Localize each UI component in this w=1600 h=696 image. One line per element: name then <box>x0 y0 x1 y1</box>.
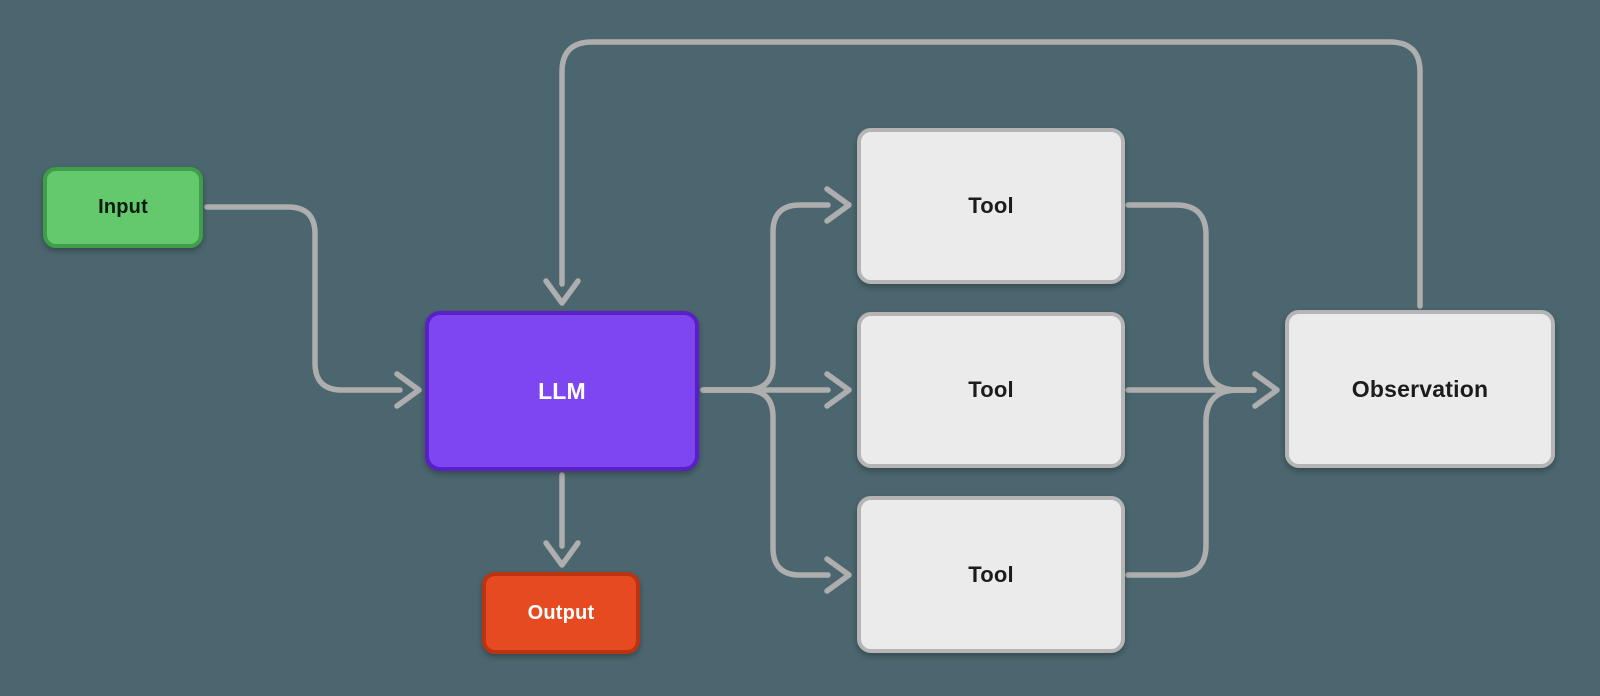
node-input-label: Input <box>98 196 148 218</box>
node-tool-3-label: Tool <box>968 561 1014 587</box>
edge-llm-to-output <box>543 472 581 568</box>
arrowhead-right-icon <box>824 186 852 224</box>
node-tool-2: Tool <box>857 312 1125 468</box>
node-output: Output <box>482 572 640 654</box>
edge-tool-1-to-observation <box>1125 202 1257 393</box>
node-tool-2-label: Tool <box>968 377 1014 402</box>
node-observation: Observation <box>1285 310 1555 468</box>
edge-llm-to-tool-3 <box>700 387 852 594</box>
node-output-label: Output <box>527 601 595 624</box>
arrowhead-down-icon <box>543 278 581 306</box>
edge-llm-to-tool-1 <box>700 186 852 393</box>
arrowhead-down-icon <box>543 540 581 568</box>
edge-observation-to-llm <box>543 39 1423 309</box>
node-tool-1-label: Tool <box>968 193 1014 218</box>
node-tool-1: Tool <box>857 128 1125 284</box>
node-input: Input <box>43 167 203 248</box>
edge-tool-3-to-observation <box>1125 387 1257 578</box>
arrowhead-right-icon <box>1252 371 1280 409</box>
node-tool-3: Tool <box>857 496 1125 653</box>
arrowhead-right-icon <box>394 371 422 409</box>
arrowhead-right-icon <box>824 556 852 594</box>
edge-input-to-llm <box>204 204 422 409</box>
node-observation-label: Observation <box>1351 375 1489 402</box>
arrowhead-right-icon <box>824 371 852 409</box>
node-llm-label: LLM <box>538 377 586 404</box>
node-llm: LLM <box>425 311 699 471</box>
